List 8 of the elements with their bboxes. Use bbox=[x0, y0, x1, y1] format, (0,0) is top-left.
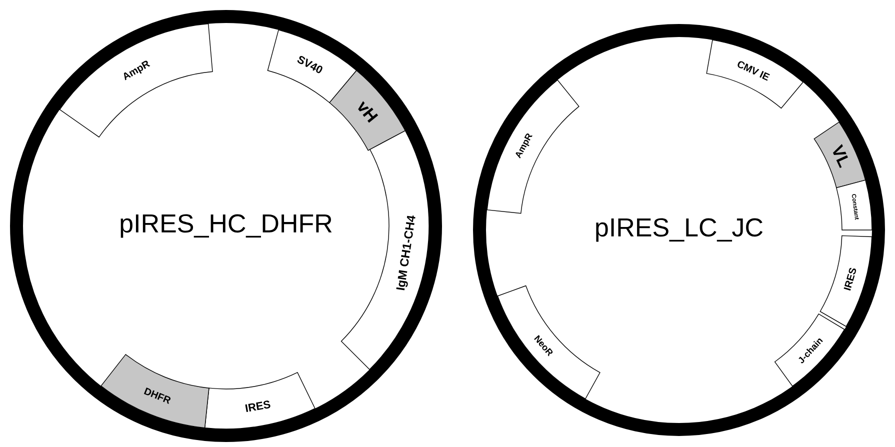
gene-segment: IRES bbox=[204, 372, 316, 430]
gene-segment: DHFR bbox=[100, 354, 210, 428]
gene-segment: IRES bbox=[820, 235, 872, 327]
gene-segment: SV40 bbox=[267, 30, 357, 104]
gene-segment: IgM CH1-CH4 bbox=[340, 130, 430, 370]
gene-segment: CMV IE bbox=[706, 40, 804, 109]
gene-segment: vH bbox=[329, 70, 406, 151]
gene-segment: VL bbox=[814, 122, 866, 188]
